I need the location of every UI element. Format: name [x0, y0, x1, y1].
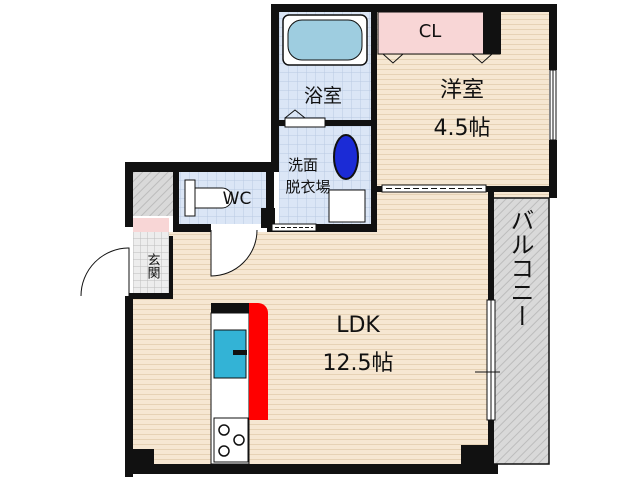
- washroom-sliding-door: [271, 223, 317, 232]
- entrance-floor: [133, 232, 169, 296]
- window-western-room: [549, 69, 557, 141]
- ldk-label: LDK: [336, 313, 380, 338]
- washing-machine: [328, 189, 366, 223]
- walls: [125, 4, 557, 477]
- entrance-cabinet: [133, 218, 169, 232]
- shoe-cabinet: [133, 172, 173, 216]
- western-room-size: 4.5帖: [434, 116, 491, 141]
- bathroom-door: [284, 109, 326, 128]
- entrance-door-swing: [80, 247, 130, 297]
- toilet-door-swing: [210, 229, 258, 277]
- counter-red: [249, 303, 268, 420]
- closet-label: CL: [419, 21, 442, 42]
- bathroom-label: 浴室: [304, 85, 342, 107]
- toilet-label: WC: [223, 189, 252, 209]
- sink-faucet: [233, 350, 247, 355]
- stove: [213, 417, 249, 463]
- stove-burners: [218, 424, 245, 457]
- balcony: [489, 197, 550, 465]
- toilet-fixture: [184, 179, 233, 217]
- counter-top-bar: [211, 303, 249, 313]
- western-room-label: 洋室: [440, 78, 484, 103]
- western-room-sliding-door: [381, 184, 487, 193]
- washroom-label-1: 洗面: [288, 156, 318, 174]
- ldk-floor: [133, 232, 488, 464]
- ldk-size: 12.5帖: [323, 351, 394, 376]
- entrance-label: 玄関: [145, 253, 161, 280]
- washroom-label-2: 脱衣場: [285, 178, 330, 196]
- bathtub: [282, 14, 368, 66]
- wash-basin: [333, 134, 359, 180]
- balcony-label: バルコニー: [506, 208, 534, 328]
- balcony-door: [475, 299, 500, 421]
- closet-door-marks: [382, 53, 493, 64]
